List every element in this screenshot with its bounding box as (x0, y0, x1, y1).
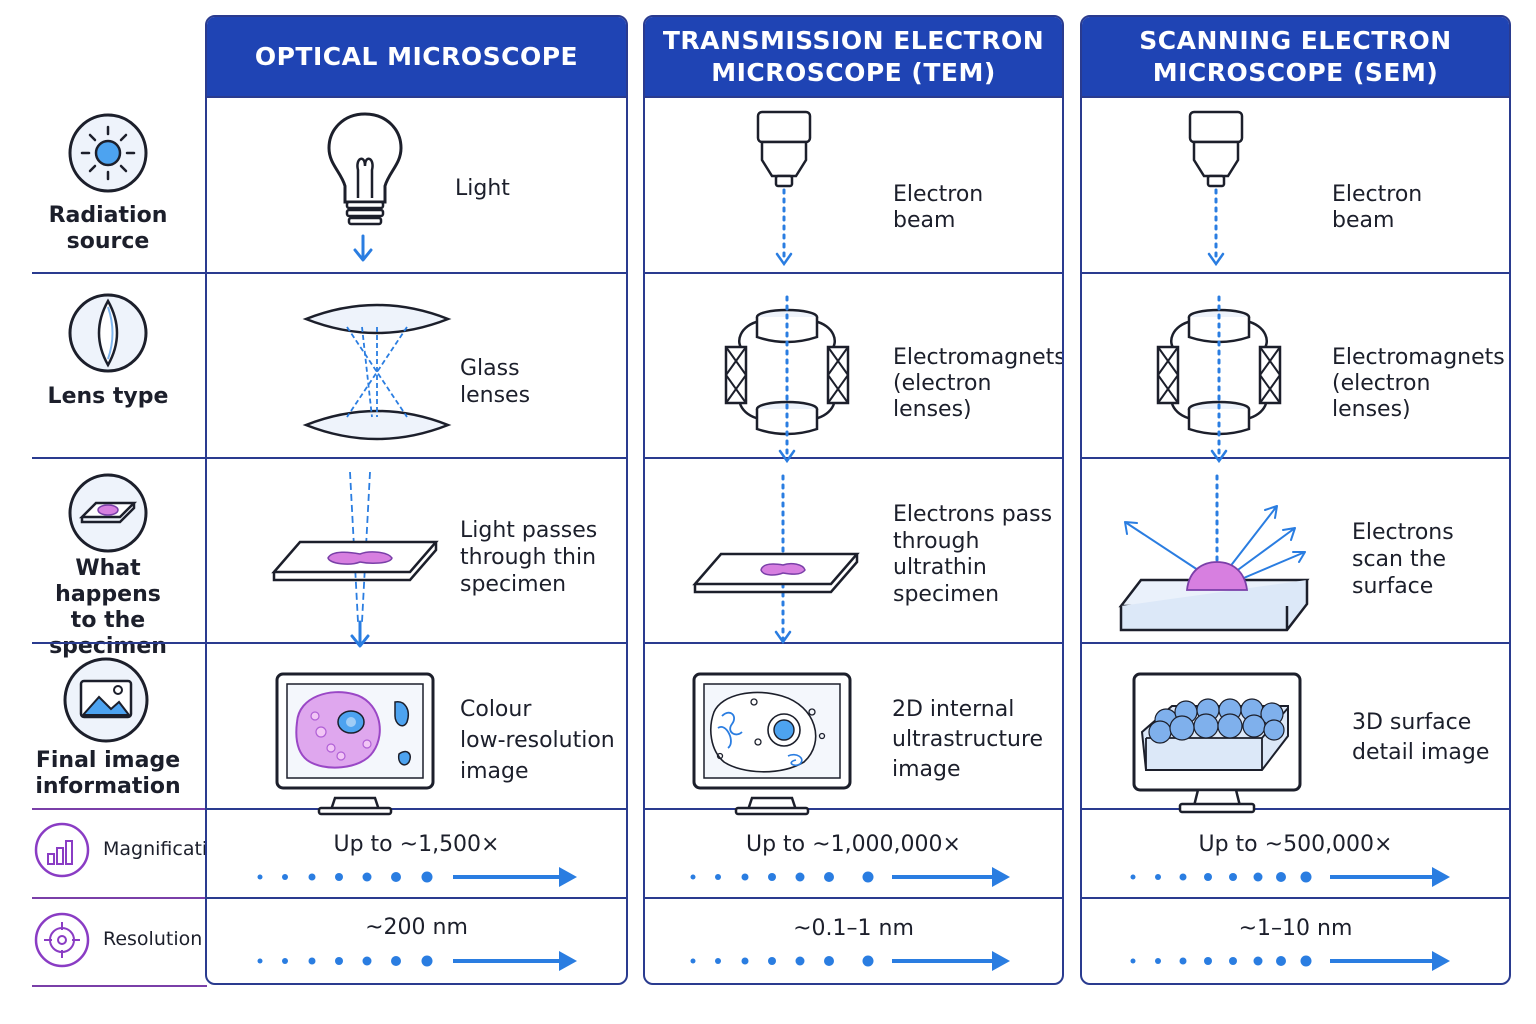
resolution-arrow-icon (690, 951, 1010, 971)
resolution-value: ~0.1–1 nm (793, 916, 914, 941)
column-title: TRANSMISSION ELECTRON MICROSCOPE (TEM) (645, 17, 1062, 97)
row-divider (645, 642, 1062, 644)
row-divider (32, 808, 207, 810)
row-divider (32, 897, 207, 899)
specimen-block-icon (1118, 474, 1310, 632)
row-label-magnification: Magnification (103, 838, 231, 860)
electron-gun-icon (756, 110, 812, 267)
resolution-arrow-icon (257, 951, 577, 971)
row-divider (1082, 457, 1509, 459)
row-divider (207, 96, 626, 98)
specimen-text: Light passes through thin specimen (460, 518, 598, 597)
resolution-value: ~200 nm (365, 915, 468, 940)
row-label-image: Final image information (35, 748, 181, 799)
row-label-resolution: Resolution (103, 928, 203, 950)
specimen-text: Electrons pass through ultrathin specime… (893, 502, 1053, 607)
image-text: Colour low-resolution image (460, 697, 615, 784)
slide-icon (68, 473, 148, 553)
radiation-text: Electron beam (893, 182, 984, 233)
column-optical: OPTICAL MICROSCOPE Light Glass lenses Li… (205, 15, 628, 985)
row-divider (1082, 272, 1509, 274)
specimen-slide-icon (271, 471, 439, 648)
row-divider (32, 642, 207, 644)
electromagnet-icon (724, 295, 850, 464)
lens-text: Glass lenses (460, 356, 531, 408)
row-divider (645, 808, 1062, 810)
target-icon (34, 912, 90, 968)
row-divider (207, 272, 626, 274)
column-tem: TRANSMISSION ELECTRON MICROSCOPE (TEM) E… (643, 15, 1064, 985)
magnification-arrow-icon (257, 867, 577, 887)
electromagnet-icon (1156, 295, 1282, 464)
radiation-text: Electron beam (1332, 182, 1423, 233)
magnification-value: Up to ~1,500× (333, 832, 500, 857)
row-divider (645, 96, 1062, 98)
bar-chart-icon (34, 822, 90, 878)
row-label-radiation: Radiation source (48, 203, 168, 254)
row-divider (1082, 642, 1509, 644)
image-text: 2D internal ultrastructure image (892, 697, 1044, 782)
electron-gun-icon (1188, 110, 1244, 267)
row-label-specimen: What happens to the specimen (49, 556, 167, 659)
row-divider (207, 642, 626, 644)
row-divider (207, 897, 626, 899)
monitor-icon (692, 672, 852, 816)
lightbulb-icon (327, 112, 403, 262)
lens-text: Electromagnets (electron lenses) (893, 345, 1064, 422)
row-divider (32, 985, 207, 987)
row-divider (207, 808, 626, 810)
glass-lens-icon (302, 303, 452, 441)
row-divider (1082, 897, 1509, 899)
row-divider (207, 457, 626, 459)
resolution-arrow-icon (1130, 951, 1450, 971)
magnification-arrow-icon (1130, 867, 1450, 887)
column-title: SCANNING ELECTRON MICROSCOPE (SEM) (1082, 17, 1509, 97)
resolution-value: ~1–10 nm (1238, 916, 1353, 941)
row-divider (32, 457, 207, 459)
row-divider (1082, 96, 1509, 98)
column-sem: SCANNING ELECTRON MICROSCOPE (SEM) Elect… (1080, 15, 1511, 985)
monitor-icon (1132, 672, 1302, 814)
magnification-value: Up to ~1,000,000× (746, 832, 961, 857)
row-label-lens: Lens type (47, 384, 169, 409)
radiation-text: Light (455, 176, 510, 201)
row-divider (645, 457, 1062, 459)
row-divider (1082, 808, 1509, 810)
specimen-slide-icon (692, 474, 860, 645)
sun-icon (68, 113, 148, 193)
column-title: OPTICAL MICROSCOPE (207, 17, 626, 97)
picture-icon (63, 657, 149, 743)
image-text: 3D surface detail image (1352, 710, 1490, 765)
magnification-value: Up to ~500,000× (1198, 832, 1393, 857)
row-divider (645, 272, 1062, 274)
lens-text: Electromagnets (electron lenses) (1332, 345, 1505, 422)
row-divider (645, 897, 1062, 899)
row-divider (32, 272, 207, 274)
specimen-text: Electrons scan the surface (1352, 520, 1454, 599)
magnification-arrow-icon (690, 867, 1010, 887)
monitor-icon (275, 672, 435, 816)
lens-icon (68, 293, 148, 373)
